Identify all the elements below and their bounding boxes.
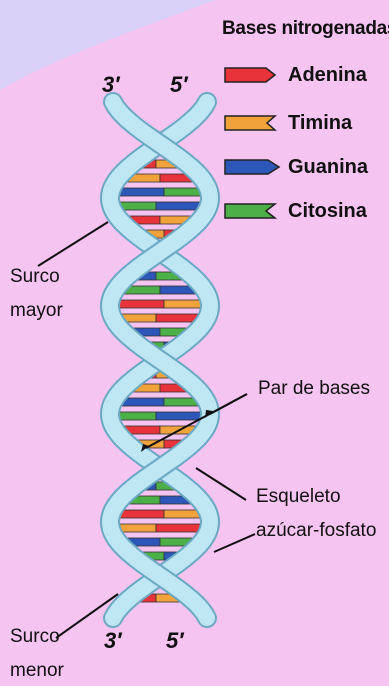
- base-segment: [119, 523, 157, 533]
- legend-label-citosina: Citosina: [288, 200, 367, 222]
- base-segment: [155, 313, 199, 323]
- surco-menor-label-line1: Surco: [10, 626, 60, 647]
- label-pointers: [37, 221, 256, 639]
- end-label-top-right: 5′: [170, 72, 188, 97]
- base-segment: [119, 509, 165, 519]
- legend-label-timina: Timina: [288, 112, 353, 134]
- legend-title: Bases nitrogenadas:: [222, 18, 389, 39]
- surco-mayor-label-line2: mayor: [10, 300, 63, 321]
- guanina-swatch: [224, 159, 281, 175]
- base-segment: [118, 411, 157, 421]
- base-segment: [163, 299, 202, 309]
- legend-item-timina: Timina: [222, 112, 387, 138]
- par-de-bases-label: Par de bases: [258, 378, 370, 399]
- base-segment: [163, 187, 201, 197]
- legend-item-adenina: Adenina: [222, 64, 387, 90]
- legend-item-citosina: Citosina: [222, 200, 387, 226]
- end-label-bottom-right: 5′: [166, 628, 184, 653]
- base-segment: [119, 187, 165, 197]
- surco-mayor-pointer: [37, 221, 109, 267]
- surco-menor-label-line2: menor: [10, 660, 64, 681]
- base-segment: [121, 397, 165, 407]
- base-segment: [118, 299, 165, 309]
- base-segment: [163, 397, 199, 407]
- base-segment: [155, 411, 202, 421]
- base-segment: [155, 523, 201, 533]
- end-label-top-left: 3′: [102, 72, 120, 97]
- base-segment: [155, 201, 201, 211]
- legend-item-guanina: Guanina: [222, 156, 387, 182]
- sugar-phosphate-backbone: [99, 92, 221, 628]
- esqueleto-pointer-1: [195, 467, 247, 501]
- citosina-swatch: [224, 203, 278, 219]
- base-segment: [163, 509, 201, 519]
- par-de-bases-pointer-2: [145, 393, 248, 449]
- base-segment: [121, 313, 157, 323]
- timina-swatch: [224, 115, 277, 131]
- arrowhead-2: [141, 444, 149, 452]
- surco-menor-pointer: [55, 593, 119, 639]
- backbone-strand: [101, 94, 219, 626]
- arrowhead-1: [205, 410, 213, 418]
- legend-label-guanina: Guanina: [288, 156, 369, 178]
- esqueleto-pointer-2: [213, 533, 256, 553]
- end-label-bottom-left: 3′: [104, 628, 122, 653]
- base-segment: [119, 201, 157, 211]
- adenina-swatch: [224, 67, 277, 83]
- esqueleto-label-line2: azúcar-fosfato: [256, 520, 377, 541]
- surco-mayor-label-line1: Surco: [10, 266, 60, 287]
- legend-label-adenina: Adenina: [288, 64, 367, 86]
- esqueleto-label-line1: Esqueleto: [256, 486, 341, 507]
